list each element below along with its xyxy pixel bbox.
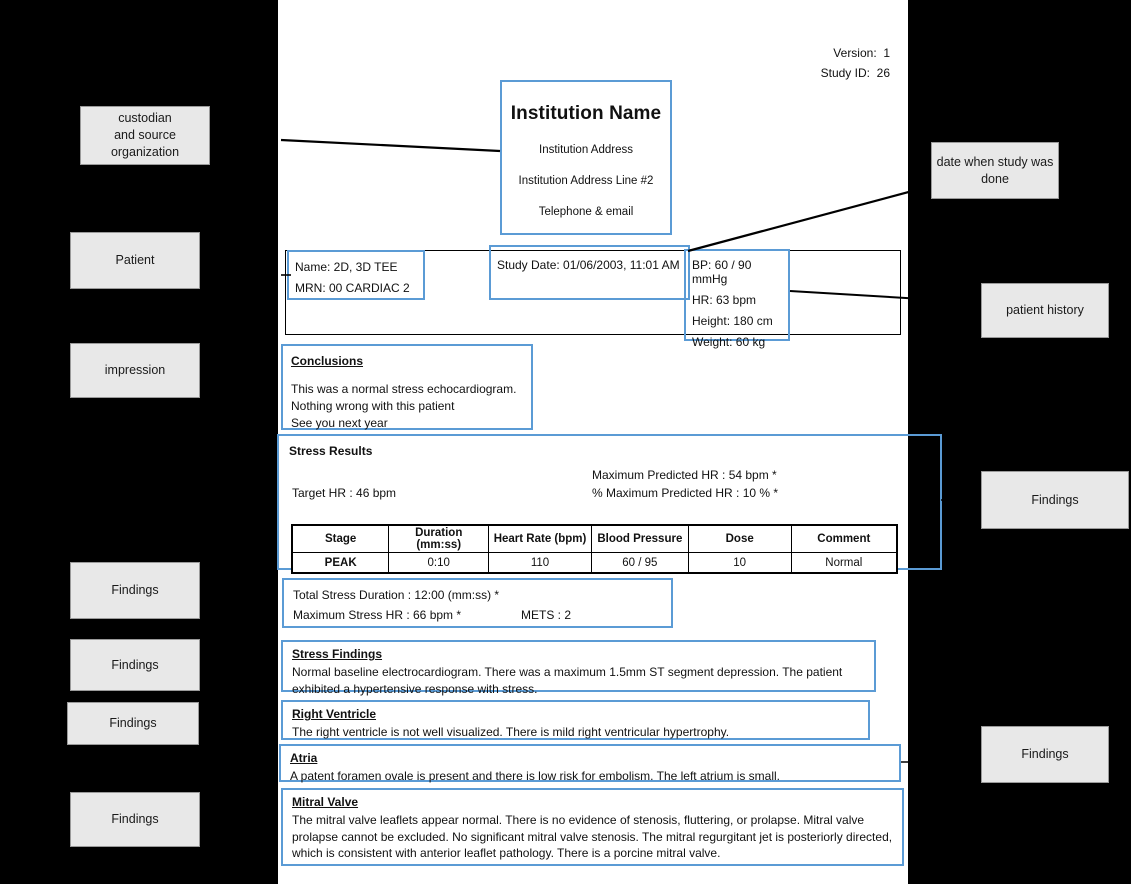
- cell-dose: 10: [687, 552, 792, 574]
- institution-address-2: Institution Address Line #2: [518, 175, 654, 187]
- callout-findings-right-ventricle[interactable]: Findings: [67, 702, 199, 745]
- institution-header-box: Institution Name Institution Address Ins…: [500, 80, 672, 235]
- col-heart-rate: Heart Rate (bpm): [488, 524, 592, 553]
- patient-height: Height: 180 cm: [692, 314, 773, 328]
- col-duration: Duration (mm:ss): [388, 524, 490, 553]
- study-date-box: Study Date: 01/06/2003, 11:01 AM: [489, 245, 690, 300]
- mitral-valve-body: The mitral valve leaflets appear normal.…: [292, 813, 893, 861]
- atria-box: Atria A patent foramen ovale is present …: [279, 744, 901, 783]
- mitral-valve-heading: Mitral Valve: [292, 795, 359, 809]
- callout-findings-right-stress[interactable]: Findings: [981, 471, 1129, 529]
- stress-results-box: Stress Results Maximum Predicted HR : 54…: [277, 434, 942, 574]
- col-stage: Stage: [291, 524, 390, 553]
- report-meta: Version: 1 Study ID: 26: [821, 44, 890, 84]
- institution-address-1: Institution Address: [539, 144, 633, 156]
- stress-findings-box: Stress Findings Normal baseline electroc…: [281, 640, 876, 696]
- conclusions-line-2: Nothing wrong with this patient: [291, 399, 455, 413]
- right-ventricle-body: The right ventricle is not well visualiz…: [292, 725, 730, 739]
- conclusions-heading: Conclusions: [291, 354, 364, 368]
- cell-blood-pressure: 60 / 95: [590, 552, 689, 574]
- callout-findings-stress-findings[interactable]: Findings: [70, 639, 200, 691]
- report-page: Version: 1 Study ID: 26 Institution Name…: [277, 0, 942, 884]
- stress-results-heading: Stress Results: [289, 444, 373, 458]
- study-id-value: Study ID: 26: [820, 65, 890, 80]
- col-blood-pressure: Blood Pressure: [590, 524, 689, 553]
- maximum-predicted-hr: Maximum Predicted HR : 54 bpm *: [592, 468, 777, 482]
- stress-findings-body: Normal baseline electrocardiogram. There…: [292, 665, 843, 696]
- cell-duration: 0:10: [388, 552, 490, 574]
- version-value: Version: 1: [833, 46, 890, 60]
- callout-findings-stress[interactable]: Findings: [70, 562, 200, 619]
- table-header-row: Stage Duration (mm:ss) Heart Rate (bpm) …: [291, 524, 898, 553]
- study-date: Study Date: 01/06/2003, 11:01 AM: [497, 258, 680, 272]
- conclusions-line-1: This was a normal stress echocardiogram.: [291, 382, 517, 396]
- target-hr: Target HR : 46 bpm: [292, 486, 397, 500]
- col-dose: Dose: [687, 524, 792, 553]
- mitral-valve-box: Mitral Valve The mitral valve leaflets a…: [281, 788, 904, 866]
- conclusions-line-3: See you next year: [291, 416, 388, 430]
- callout-findings-right-atria[interactable]: Findings: [981, 726, 1109, 783]
- cell-stage: PEAK: [291, 552, 390, 574]
- institution-name: Institution Name: [510, 103, 662, 124]
- institution-contact: Telephone & email: [538, 206, 634, 218]
- patient-identity-box: Name: 2D, 3D TEE MRN: 00 CARDIAC 2: [287, 250, 425, 300]
- patient-weight: Weight: 60 kg: [692, 335, 766, 349]
- callout-date-when-study-was-done[interactable]: date when study was done: [931, 142, 1059, 199]
- patient-vitals-box: BP: 60 / 90 mmHg HR: 63 bpm Height: 180 …: [684, 249, 790, 349]
- right-ventricle-heading: Right Ventricle: [292, 707, 377, 721]
- cell-comment: Normal: [790, 552, 898, 574]
- total-stress-duration: Total Stress Duration : 12:00 (mm:ss) *: [293, 588, 500, 602]
- stress-totals-box: Total Stress Duration : 12:00 (mm:ss) * …: [282, 578, 673, 628]
- callout-findings-mitral-valve[interactable]: Findings: [70, 792, 200, 847]
- pct-maximum-predicted-hr: % Maximum Predicted HR : 10 % *: [592, 486, 779, 500]
- atria-body: A patent foramen ovale is present and th…: [290, 769, 780, 783]
- patient-hr: HR: 63 bpm: [692, 293, 757, 307]
- col-comment: Comment: [790, 524, 898, 553]
- table-row: PEAK 0:10 110 60 / 95 10 Normal: [291, 552, 898, 574]
- callout-impression[interactable]: impression: [70, 343, 200, 398]
- atria-heading: Atria: [290, 751, 318, 765]
- patient-bp: BP: 60 / 90 mmHg: [692, 258, 752, 286]
- callout-custodian-and-source-organization[interactable]: custodian and source organization: [80, 106, 210, 165]
- patient-mrn: MRN: 00 CARDIAC 2: [295, 281, 410, 295]
- right-ventricle-box: Right Ventricle The right ventricle is n…: [281, 700, 870, 740]
- stress-findings-heading: Stress Findings: [292, 647, 383, 661]
- callout-patient[interactable]: Patient: [70, 232, 200, 289]
- cell-heart-rate: 110: [488, 552, 592, 574]
- callout-patient-history[interactable]: patient history: [981, 283, 1109, 338]
- maximum-stress-hr: Maximum Stress HR : 66 bpm *: [293, 608, 462, 622]
- mets-value: METS : 2: [521, 608, 572, 622]
- conclusions-box: Conclusions This was a normal stress ech…: [281, 344, 533, 430]
- stress-stage-table: Stage Duration (mm:ss) Heart Rate (bpm) …: [291, 524, 898, 574]
- patient-name: Name: 2D, 3D TEE: [295, 260, 398, 274]
